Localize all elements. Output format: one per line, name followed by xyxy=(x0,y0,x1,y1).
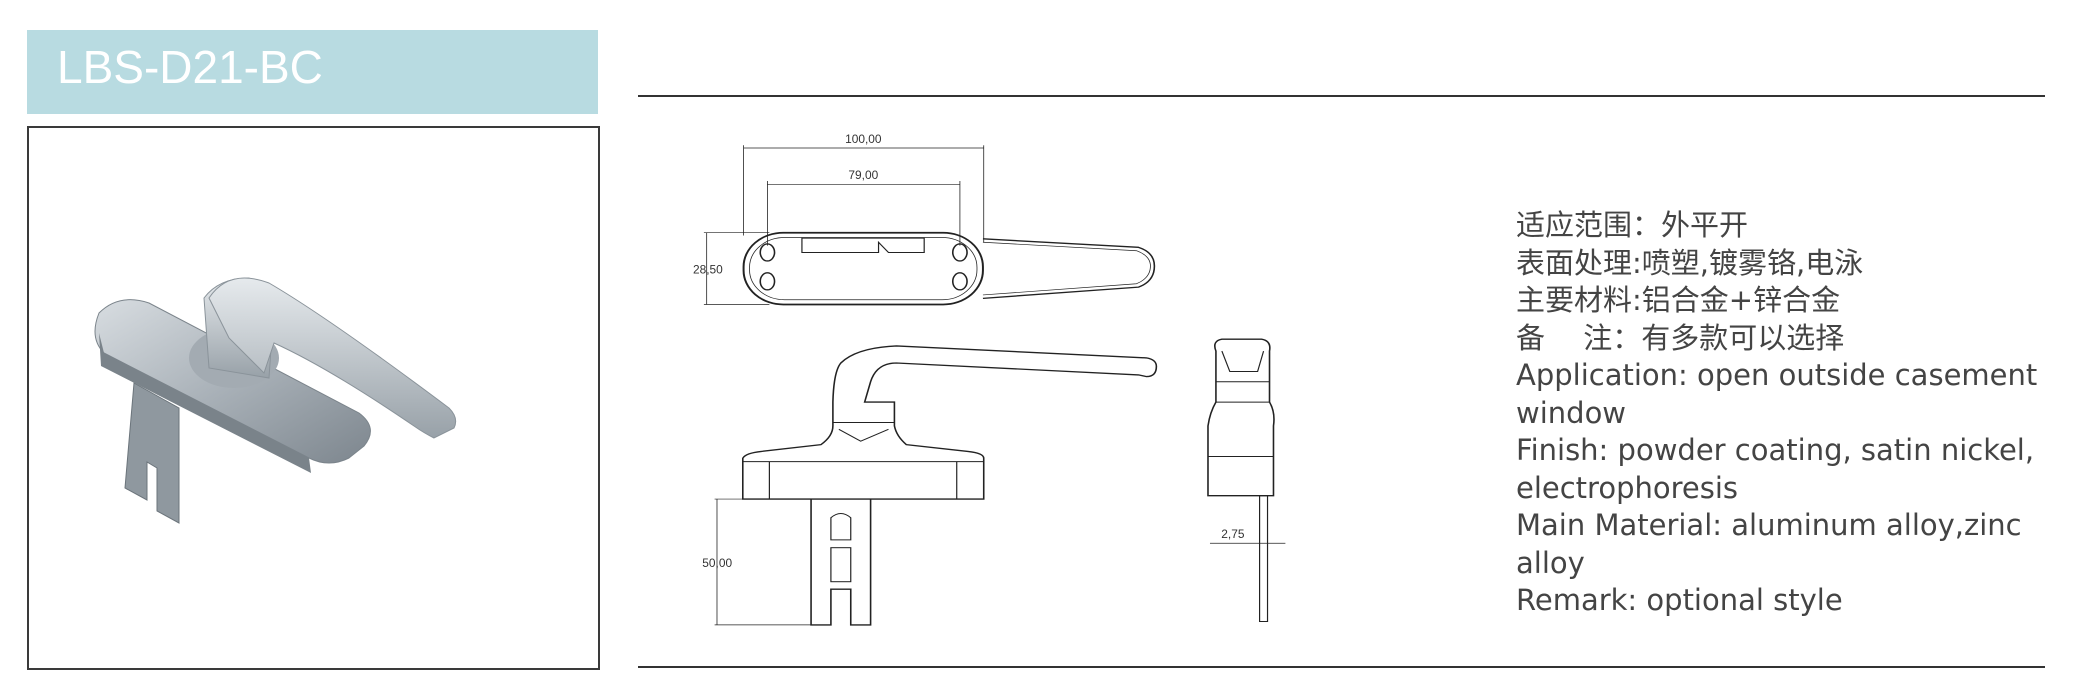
dim-spindle-length: 50,00 xyxy=(702,556,732,570)
model-title: LBS-D21-BC xyxy=(57,41,323,93)
model-title-bar: LBS-D21-BC xyxy=(27,30,598,114)
spec-line-zh-finish: 表面处理:喷塑,镀雾铬,电泳 xyxy=(1516,245,1864,280)
product-photo xyxy=(27,126,600,670)
spec-line-zh-material: 主要材料:铝合金+锌合金 xyxy=(1516,283,1841,317)
spec-line-material-cont: alloy xyxy=(1516,545,1585,580)
top-divider xyxy=(638,95,2045,97)
spec-line-zh-remark: 备 注：有多款可以选择 xyxy=(1516,320,1845,355)
dim-base-height: 28,50 xyxy=(693,262,723,276)
side-view xyxy=(1207,338,1286,623)
top-view xyxy=(703,145,1156,306)
dim-overall-width: 100,00 xyxy=(845,132,882,146)
dim-hole-spacing: 79,00 xyxy=(848,168,878,182)
spec-line-finish-cont: electrophoresis xyxy=(1516,470,1739,505)
spec-line-application: Application: open outside casement xyxy=(1516,358,2038,392)
dim-spindle-thickness: 2,75 xyxy=(1221,527,1244,541)
technical-drawing: 100,00 79,00 28,50 50,00 2,75 xyxy=(693,132,1286,626)
front-view xyxy=(714,345,1158,626)
spec-line-zh-application: 适应范围：外平开 xyxy=(1516,208,1749,242)
spec-line-material: Main Material: aluminum alloy,zinc xyxy=(1516,508,2022,542)
spec-line-remark: Remark: optional style xyxy=(1516,583,1843,617)
bottom-divider xyxy=(638,666,2045,668)
spec-list: 适应范围：外平开 表面处理:喷塑,镀雾铬,电泳 主要材料:铝合金+锌合金 备 注… xyxy=(1516,207,2056,620)
spec-line-application-cont: window xyxy=(1516,395,1627,430)
spec-line-finish: Finish: powder coating, satin nickel, xyxy=(1516,433,2035,467)
handle-render-image xyxy=(94,277,457,524)
